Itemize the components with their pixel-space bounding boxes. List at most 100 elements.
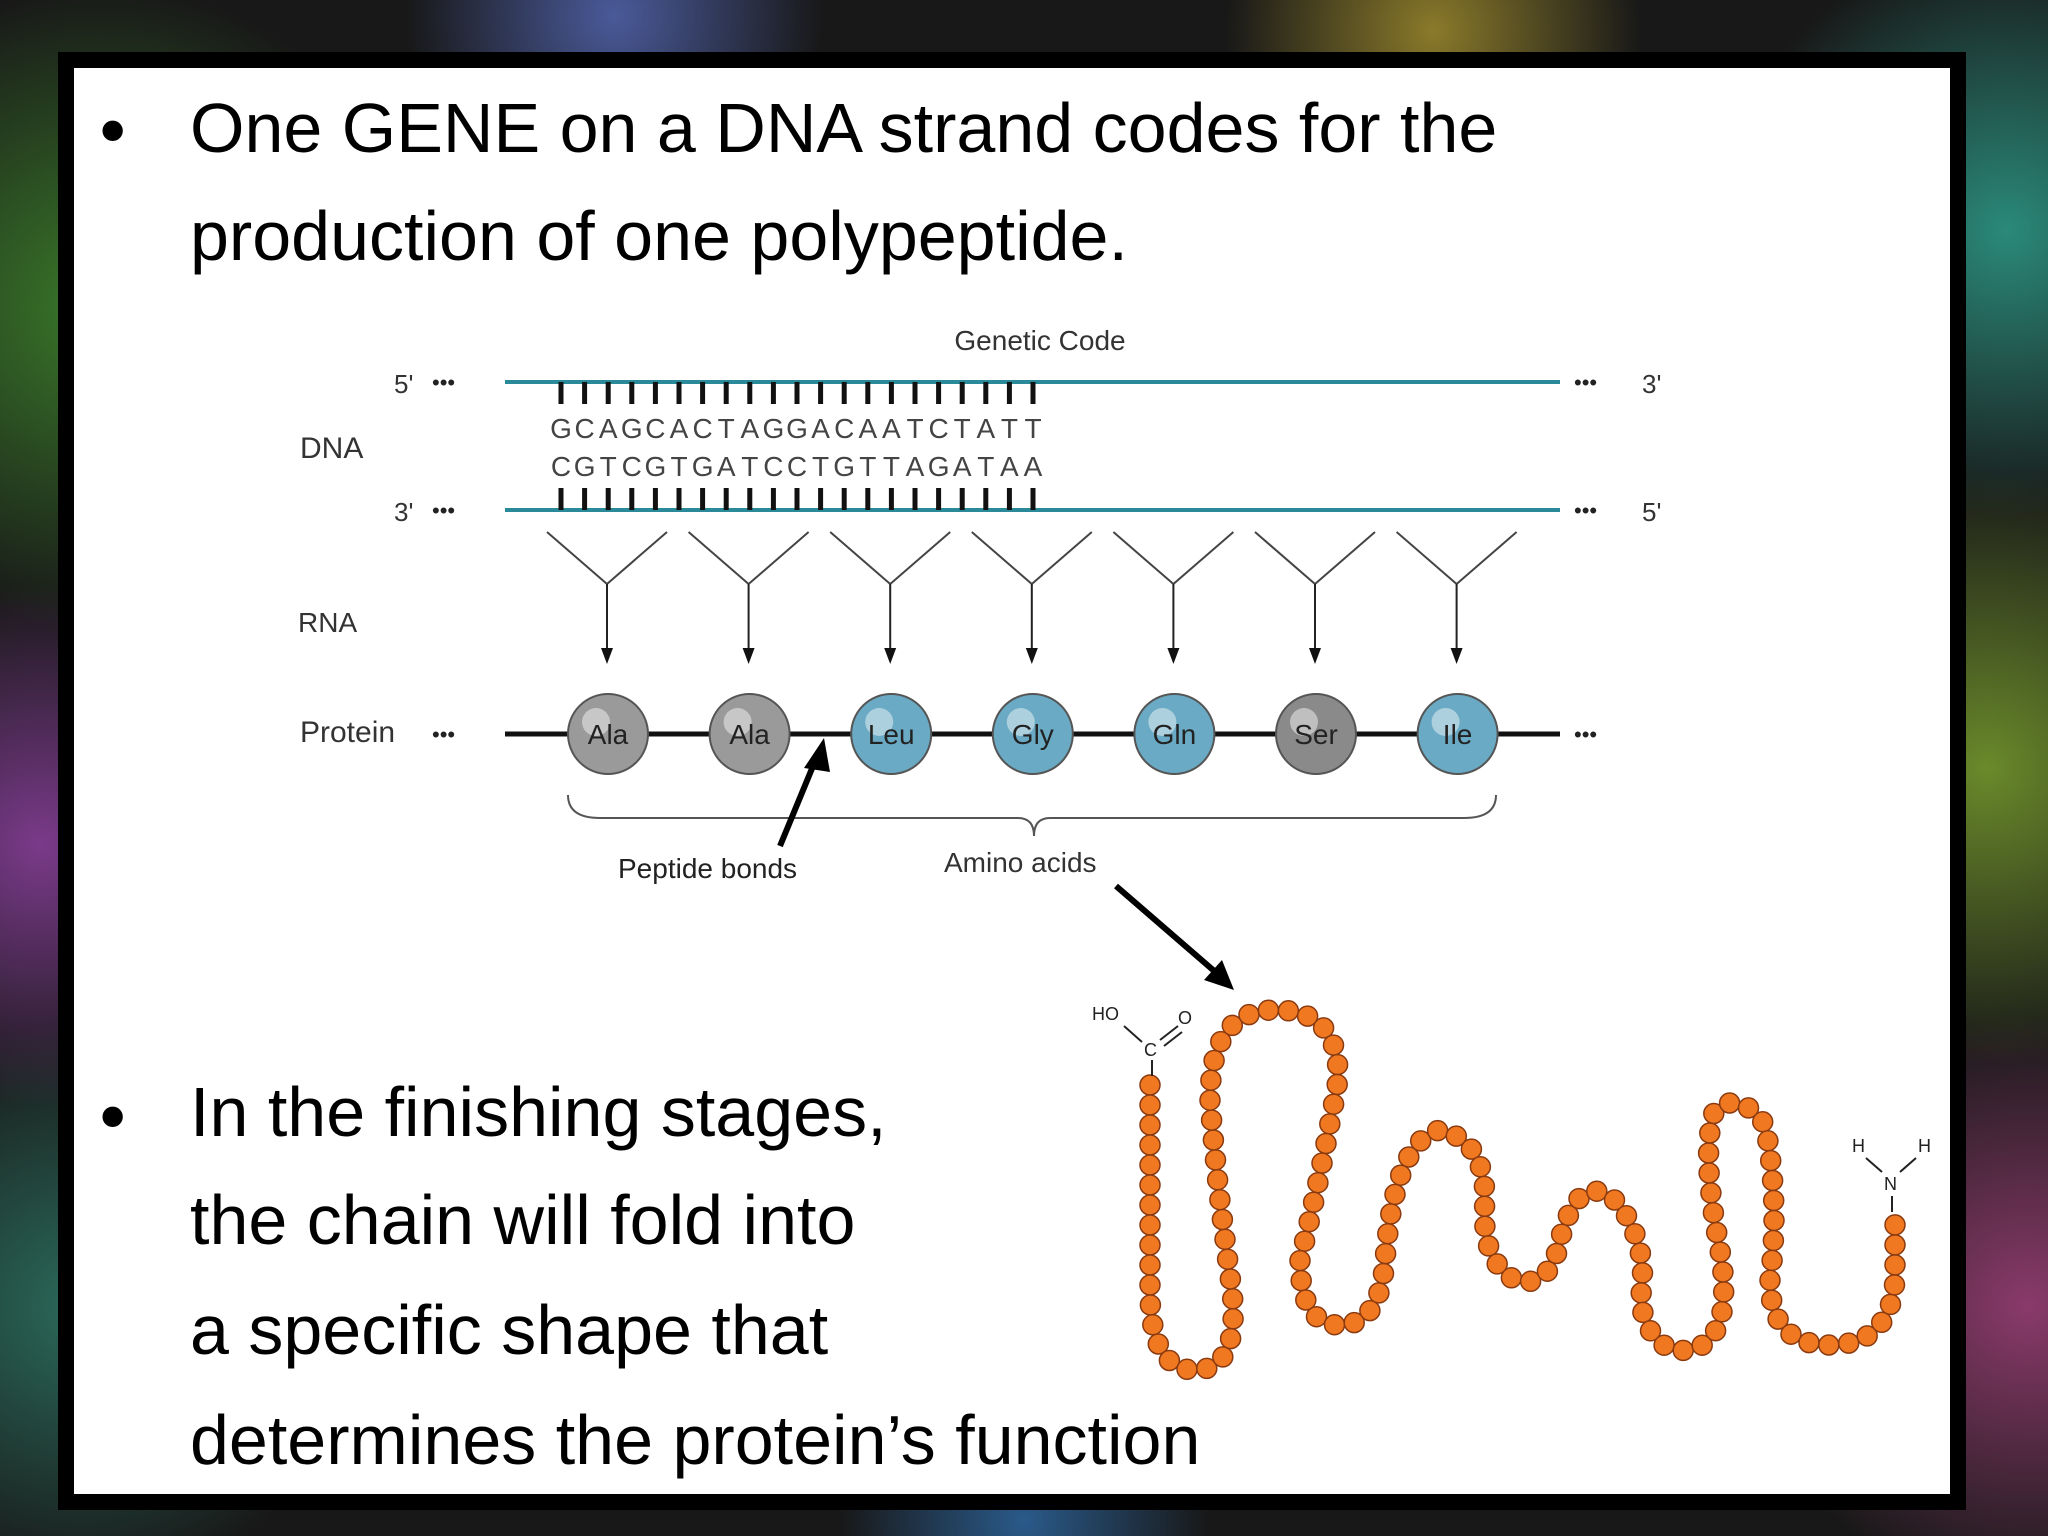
chain-bead [1568, 1187, 1590, 1210]
amine-h-right: H [1918, 1136, 1931, 1156]
dna-base-bottom: C [622, 451, 642, 482]
dna-base-top: A [811, 413, 830, 444]
chain-bead [1653, 1334, 1675, 1356]
bullet1-line-2: production of one polypeptide. [190, 197, 1128, 275]
chain-bead [1290, 1269, 1312, 1292]
carboxyl-c: C [1144, 1040, 1157, 1060]
chain-bead [1142, 1314, 1164, 1336]
dna-base-top: T [906, 413, 923, 444]
dna-base-top: A [976, 413, 995, 444]
chain-bead [1257, 999, 1280, 1021]
chain-bead [1767, 1308, 1789, 1330]
chain-bead [1374, 1242, 1397, 1265]
chain-bead [1211, 1208, 1234, 1231]
amino-acid-highlight [582, 708, 610, 736]
chain-bead [1697, 1142, 1720, 1164]
amino-acids-label: Amino acids [944, 847, 1097, 878]
chain-bead [1460, 1138, 1483, 1160]
chain-bead [1624, 1223, 1646, 1245]
chain-bead [1319, 1113, 1341, 1135]
chain-bead [1398, 1146, 1420, 1168]
chain-bead [1884, 1234, 1906, 1256]
chain-bead [1500, 1267, 1523, 1289]
chain-bead [1870, 1311, 1893, 1334]
chain-bead [1214, 1228, 1236, 1251]
codon-arm-right [606, 531, 668, 585]
dna-base-top: C [574, 413, 594, 444]
dna-base-top: A [599, 413, 618, 444]
chain-bead [1760, 1289, 1783, 1311]
dna-label: DNA [300, 432, 363, 465]
chain-bead [1586, 1180, 1608, 1202]
amino-acid-bead [1133, 693, 1216, 775]
chain-bead [1293, 1230, 1316, 1252]
dna-base-bottom: G [928, 451, 950, 482]
slide [58, 52, 1966, 1510]
codon-arm-left [1254, 531, 1316, 585]
dna-base-bottom: G [574, 451, 596, 482]
bullet2-line-4: determines the protein’s function [190, 1401, 1201, 1479]
codon-arm-right [747, 531, 810, 585]
chain-bead [1469, 1156, 1492, 1178]
chain-bead [1206, 1169, 1229, 1191]
amino-acid-bead [1416, 693, 1499, 775]
chain-bead [1389, 1164, 1412, 1186]
chain-bead [1761, 1169, 1784, 1192]
chain-bead [1426, 1119, 1449, 1142]
amino-acid-bead [1275, 693, 1357, 775]
amino-acid-highlight [865, 708, 894, 736]
chain-bead [1311, 1152, 1333, 1174]
dna-base-top: C [692, 413, 712, 444]
chain-bead [1711, 1301, 1733, 1323]
peptide-bond-arrowhead [804, 738, 830, 772]
chain-bead [1202, 1129, 1225, 1151]
chain-bead [1837, 1332, 1860, 1354]
ellipsis-top-right: ••• [1574, 370, 1597, 395]
codon-arrowhead [1309, 648, 1321, 664]
dna-base-top: G [763, 413, 785, 444]
peptide-bonds-label: Peptide bonds [618, 853, 797, 884]
codon-arrowhead [884, 648, 897, 664]
chain-bead [1139, 1094, 1161, 1116]
chain-bead [1473, 1195, 1496, 1218]
chain-bead [1307, 1171, 1329, 1194]
amino-acid-name: Ala [729, 719, 770, 750]
chain-bead [1139, 1194, 1161, 1216]
chain-bead [1368, 1282, 1390, 1304]
chain-bead [1296, 1005, 1319, 1027]
chain-bead [1879, 1293, 1902, 1316]
dna-base-bottom: G [692, 451, 714, 482]
chain-bead [1818, 1334, 1840, 1356]
chain-bead [1139, 1254, 1161, 1276]
dna-base-top: G [786, 413, 808, 444]
ellipsis-bottom-left: ••• [432, 498, 455, 523]
amino-acid-bead [991, 693, 1074, 775]
chain-bead [1196, 1357, 1218, 1380]
dna-base-top: T [1001, 413, 1018, 444]
chain-bead [1536, 1260, 1559, 1282]
chain-bead [1221, 1014, 1244, 1037]
chain-bead [1295, 1289, 1317, 1311]
chain-bead [1326, 1053, 1349, 1076]
chain-bead [1203, 1049, 1225, 1072]
chain-bead [1698, 1162, 1720, 1184]
chain-bead [1221, 1288, 1244, 1310]
chain-bead [1603, 1189, 1626, 1211]
dna-base-bottom: T [977, 451, 994, 482]
chain-bead [1302, 1191, 1325, 1213]
dna-base-bottom: G [645, 451, 667, 482]
chain-bead [1139, 1214, 1161, 1236]
chain-bead [1632, 1301, 1654, 1324]
chain-bead [1139, 1234, 1161, 1256]
chain-bead [1139, 1174, 1161, 1196]
chain-bead [1704, 1319, 1727, 1342]
five-prime-top: 5' [394, 369, 413, 399]
chain-bead [1474, 1215, 1496, 1238]
chain-bead [1377, 1222, 1399, 1245]
chain-bead [1703, 1102, 1725, 1125]
amino-acid-highlight [1290, 708, 1318, 736]
chain-bead [1322, 1034, 1345, 1056]
chain-bead [1486, 1253, 1508, 1275]
chain-bead [1147, 1333, 1170, 1355]
